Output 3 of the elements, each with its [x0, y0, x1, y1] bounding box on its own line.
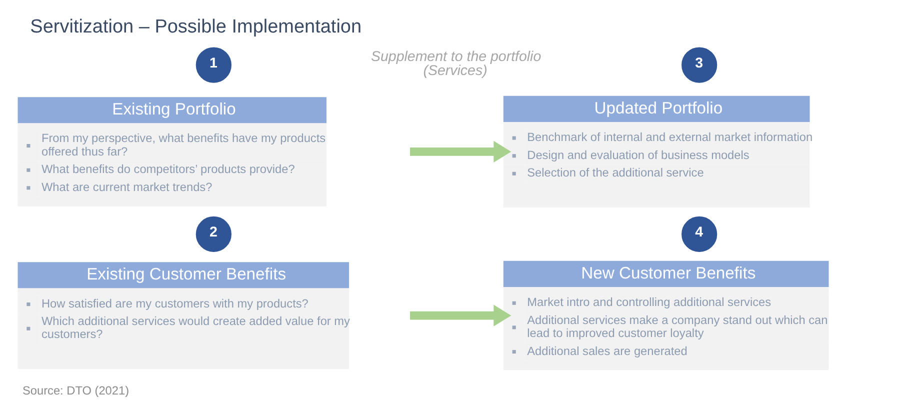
diagram-title: Servitization – Possible Implementation — [30, 16, 362, 38]
label: Supplement to the portfolio (Services) — [371, 48, 542, 80]
caption: Source: DTO (2021) — [22, 384, 130, 398]
